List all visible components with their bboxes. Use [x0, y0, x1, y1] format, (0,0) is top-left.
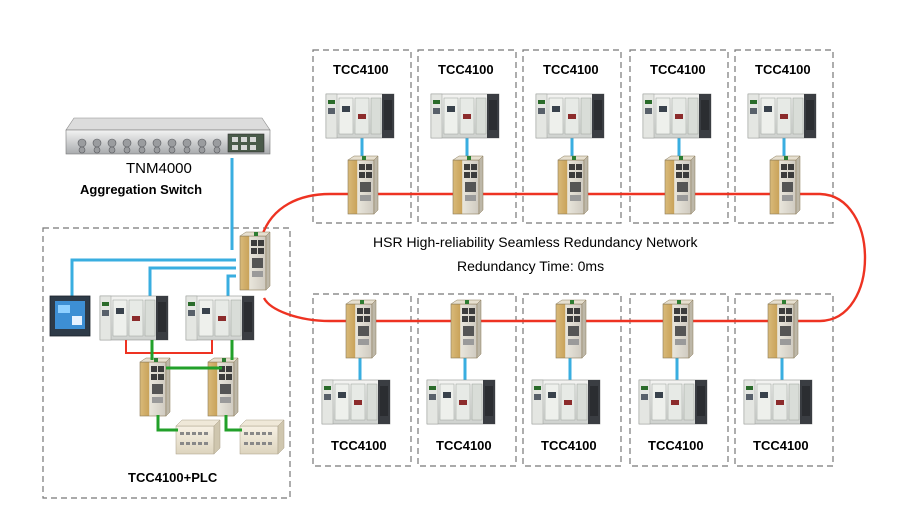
bottom-unit-box-3	[522, 293, 622, 467]
plc-device-icon	[535, 93, 605, 139]
switch-device-icon	[347, 155, 379, 215]
bottom-unit-label-5: TCC4100	[753, 438, 809, 453]
plc-device-icon	[531, 379, 601, 425]
top-unit-box-2	[417, 49, 517, 224]
plc-device-icon	[430, 93, 500, 139]
bottom-downlinks	[358, 356, 784, 380]
top-unit-label-2: TCC4100	[438, 62, 494, 77]
hsr-ring	[260, 192, 867, 323]
hmi-panel-icon	[49, 295, 91, 337]
plc-device-icon	[325, 93, 395, 139]
plc-device-icon	[426, 379, 496, 425]
switch-device-icon	[555, 299, 587, 359]
remote-io-icon	[239, 419, 285, 455]
switch-device-icon	[664, 155, 696, 215]
local-green-links	[150, 340, 242, 432]
bottom-unit-box-4	[629, 293, 729, 467]
plc-device-icon	[743, 379, 813, 425]
local-group-label: TCC4100+PLC	[128, 470, 218, 485]
switch-device-icon	[662, 299, 694, 359]
aggregation-role-label: Aggregation Switch	[80, 182, 203, 197]
top-plcs	[325, 93, 817, 139]
plc-device-icon	[321, 379, 391, 425]
local-blue-links	[70, 158, 236, 298]
switch-device-icon	[767, 299, 799, 359]
local-switch-icon	[139, 357, 171, 417]
aggregation-model-label: TNM4000	[126, 160, 192, 177]
switch-device-icon	[452, 155, 484, 215]
top-unit-label-3: TCC4100	[543, 62, 599, 77]
top-unit-box-5	[734, 49, 834, 224]
local-group-box	[42, 227, 291, 499]
top-unit-label-1: TCC4100	[333, 62, 389, 77]
plc-device-icon	[642, 93, 712, 139]
top-unit-label-5: TCC4100	[755, 62, 811, 77]
top-switches	[347, 155, 801, 215]
redundancy-time: Redundancy Time: 0ms	[457, 258, 605, 274]
plc-device-icon	[638, 379, 708, 425]
bottom-unit-label-1: TCC4100	[331, 438, 387, 453]
bottom-unit-label-2: TCC4100	[436, 438, 492, 453]
switch-device-icon	[769, 155, 801, 215]
local-plc-icon	[185, 295, 255, 341]
bottom-unit-boxes	[312, 293, 834, 467]
plc-device-icon	[747, 93, 817, 139]
top-unit-box-4	[629, 49, 729, 224]
rack-ports	[77, 138, 222, 154]
remote-io-icon	[175, 419, 221, 455]
bottom-unit-box-1	[312, 293, 412, 467]
bottom-unit-label-3: TCC4100	[541, 438, 597, 453]
local-red-links	[125, 340, 213, 354]
local-plc-icon	[99, 295, 169, 341]
switch-device-icon	[345, 299, 377, 359]
top-unit-label-4: TCC4100	[650, 62, 706, 77]
bottom-unit-box-2	[417, 293, 517, 467]
network-title: HSR High-reliability Seamless Redundancy…	[373, 234, 698, 250]
top-unit-boxes	[312, 49, 834, 224]
local-uplink-switch-icon	[239, 231, 271, 291]
bottom-unit-label-4: TCC4100	[648, 438, 704, 453]
top-unit-box-1	[312, 49, 412, 224]
top-unit-box-3	[522, 49, 622, 224]
aggregation-switch	[65, 117, 271, 155]
local-devices	[49, 231, 285, 455]
switch-device-icon	[557, 155, 589, 215]
bottom-plcs	[321, 379, 813, 425]
switch-device-icon	[450, 299, 482, 359]
bottom-switches	[345, 299, 799, 359]
bottom-unit-box-5	[734, 293, 834, 467]
